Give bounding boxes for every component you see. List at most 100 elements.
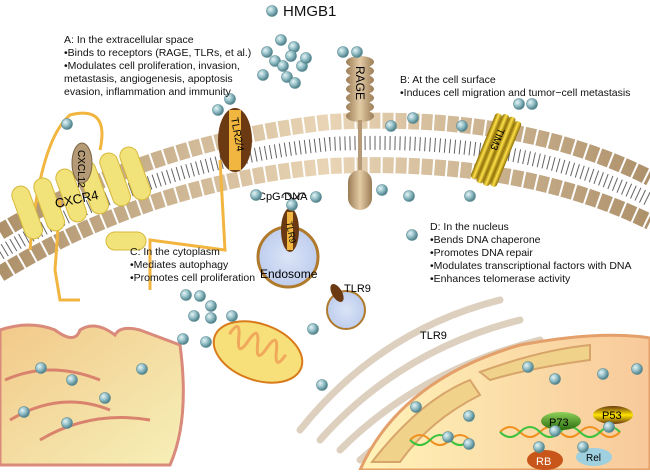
hmgb1-molecule xyxy=(533,441,545,453)
tlr24-receptor: TLR2/4 xyxy=(218,108,252,172)
section-a-line: •Modulates cell proliferation, invasion, xyxy=(64,60,240,72)
nucleus xyxy=(357,333,650,472)
hmgb1-molecule xyxy=(522,361,534,373)
tim3-receptor: TIM3 xyxy=(470,113,522,187)
hmgb1-molecule xyxy=(194,290,206,302)
p53-label: P53 xyxy=(602,410,622,422)
hmgb1-molecule xyxy=(18,406,30,418)
hmgb1-molecule xyxy=(226,310,238,322)
hmgb1-molecule xyxy=(66,374,78,386)
hmgb1-molecule xyxy=(403,190,415,202)
section-c: C: In the cytoplasm •Mediates autophagy … xyxy=(130,246,255,285)
section-d-line: •Bends DNA chaperone xyxy=(430,234,541,246)
hmgb1-molecule xyxy=(337,46,349,58)
hmgb1-molecule xyxy=(275,34,287,46)
tlr9-endosome-label: TLR9 xyxy=(284,221,298,244)
mitochondrion xyxy=(212,320,304,384)
hmgb1-molecule xyxy=(549,425,561,437)
hmgb1-molecule xyxy=(99,392,111,404)
hmgb1-molecule xyxy=(224,93,236,105)
tlr9-er-label: TLR9 xyxy=(420,330,447,342)
hmgb1-molecule xyxy=(188,310,200,322)
hmgb1-molecule xyxy=(351,46,363,58)
endosome: TLR9 Endosome CpG-DNA xyxy=(256,191,320,289)
p53-factor: P53 xyxy=(593,406,633,424)
hmgb1-molecule xyxy=(310,191,322,203)
cxcr4-receptor: CXCL12 CXCR4 xyxy=(11,111,227,302)
hmgb1-molecule xyxy=(205,300,217,312)
section-c-heading: C: In the cytoplasm xyxy=(130,246,220,258)
cpg-dna-strand xyxy=(281,192,307,200)
hmgb1-molecule xyxy=(463,438,475,450)
section-a-line: evasion, inflammation and immunity xyxy=(64,86,231,98)
hmgb1-molecule xyxy=(631,363,643,375)
hmgb1-molecule xyxy=(286,199,298,211)
section-c-line: •Mediates autophagy xyxy=(130,259,229,271)
rb-label: RB xyxy=(536,456,551,468)
rel-factor: Rel xyxy=(576,448,612,466)
hmgb1-molecule xyxy=(577,441,589,453)
cxcl12-ligand xyxy=(71,142,93,184)
hmgb1-molecule xyxy=(603,421,615,433)
section-d-line: •Promotes DNA repair xyxy=(430,247,533,259)
hmgb1-molecule xyxy=(442,431,454,443)
endosome-label: Endosome xyxy=(260,267,318,281)
cxcl12-label: CXCL12 xyxy=(75,150,86,188)
rage-label: RAGE xyxy=(353,66,367,100)
hmgb1-molecule xyxy=(212,104,224,116)
section-d-line: •Enhances telomerase activity xyxy=(430,273,571,285)
section-a-line: metastasis, angiogenesis, apoptosis xyxy=(64,73,233,85)
hmgb1-molecule xyxy=(464,190,476,202)
hmgb1-molecule xyxy=(266,5,278,17)
section-b-line: •Induces cell migration and tumor−cell m… xyxy=(400,87,631,99)
hmgb1-molecule xyxy=(200,336,212,348)
hmgb1-molecule xyxy=(257,69,269,81)
hmgb1-molecule xyxy=(180,289,192,301)
hmgb1-molecule xyxy=(549,373,561,385)
hmgb1-molecule xyxy=(410,401,422,413)
golgi-apparatus xyxy=(0,323,185,467)
hmgb1-molecule xyxy=(277,60,289,72)
hmgb1-molecule xyxy=(406,229,418,241)
hmgb1-molecule xyxy=(316,379,328,391)
hmgb1-molecule xyxy=(136,363,148,375)
p73-factor: P73 xyxy=(541,412,581,430)
section-c-line: •Promotes cell proliferation xyxy=(130,272,256,284)
rage-receptor: RAGE xyxy=(346,56,374,210)
hmgb1-molecule xyxy=(376,184,388,196)
hmgb1-molecule xyxy=(289,77,301,89)
section-d-line: •Modulates transcriptional factors with … xyxy=(430,260,632,272)
section-a-heading: A: In the extracellular space xyxy=(64,34,194,46)
rel-label: Rel xyxy=(586,453,601,464)
hmgb1-molecule xyxy=(61,118,73,130)
tlr24-label: TLR2/4 xyxy=(228,116,246,152)
hmgb1-molecule xyxy=(463,410,475,422)
rb-factor: RB xyxy=(527,450,563,470)
hmgb1-molecule xyxy=(281,71,293,83)
section-b: B: At the cell surface •Induces cell mig… xyxy=(400,74,630,100)
section-b-heading: B: At the cell surface xyxy=(400,74,496,86)
hmgb1-title: HMGB1 xyxy=(283,3,337,20)
section-a-line: •Binds to receptors (RAGE, TLRs, et al.) xyxy=(64,47,252,59)
hmgb1-molecule xyxy=(597,368,609,380)
hmgb1-molecule xyxy=(307,323,319,335)
hmgb1-molecule xyxy=(526,98,538,110)
tlr9-vesicle-label: TLR9 xyxy=(344,283,371,295)
hmgb1-molecule xyxy=(177,333,189,345)
hmgb1-molecule xyxy=(285,50,297,62)
hmgb1-molecule xyxy=(205,312,217,324)
hmgb1-molecule xyxy=(407,112,419,124)
hmgb1-molecule xyxy=(513,98,525,110)
cpg-dna-label: CpG-DNA xyxy=(258,191,308,203)
hmgb1-molecule xyxy=(61,417,73,429)
hmgb1-molecule xyxy=(385,120,397,132)
hmgb1-molecule xyxy=(35,362,47,374)
hmgb1-molecule xyxy=(456,120,468,132)
section-d-heading: D: In the nucleus xyxy=(430,221,509,233)
hmgb1-molecules xyxy=(18,5,643,453)
tlr9-vesicle: TLR9 xyxy=(326,283,371,330)
section-d: D: In the nucleus •Bends DNA chaperone •… xyxy=(430,221,632,286)
hmgb1-molecule xyxy=(250,189,262,201)
